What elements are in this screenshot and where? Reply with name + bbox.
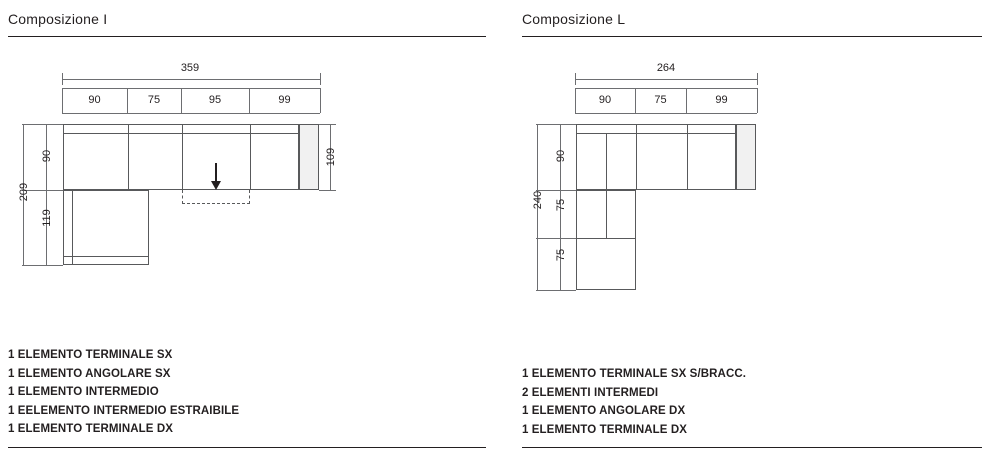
dim-side-total-line-l (537, 124, 538, 290)
composition-l-legend: 1 ELEMENTO TERMINALE SX S/BRACC. 2 ELEME… (522, 365, 746, 439)
dim-segment-3-l: 99 (715, 94, 728, 106)
legend-item: 2 ELEMENTI INTERMEDI (522, 386, 659, 399)
legend-item: 1 ELEMENTO TERMINALE SX S/BRACC. (522, 368, 747, 380)
sofa-wing-arm-line-i (72, 190, 73, 265)
dim-segment-2-l: 75 (654, 94, 667, 106)
pullout-arrow-head-i (211, 181, 221, 190)
dim-side-upper-i: 90 (41, 149, 53, 163)
dim-tick-line (536, 238, 576, 239)
composition-i-title: Composizione I (8, 11, 108, 27)
composition-l-legend-rule (522, 447, 982, 448)
dim-side-lower-i: 119 (41, 209, 53, 227)
dim-segments-top-line-l (575, 88, 757, 89)
legend-item: 1 EELEMENTO INTERMEDIO ESTRAIBILE (8, 404, 240, 417)
dim-tick-line (536, 124, 576, 125)
dim-total-width-i: 359 (180, 62, 200, 74)
pullout-element-outline-i (182, 190, 250, 204)
dim-tick-line (22, 265, 63, 266)
dim-segment-4-i: 99 (278, 94, 291, 106)
sofa-wing-front-line-i (63, 256, 149, 257)
sofa-main-body-l (576, 124, 736, 190)
composition-l-panel: Composizione L 264 90 75 99 90 75 75 240… (496, 0, 991, 462)
dim-divider (62, 88, 63, 113)
sofa-backrest-line-l (576, 133, 736, 134)
dim-side-upper-line-i (46, 124, 47, 190)
dim-total-width-l: 264 (656, 62, 676, 74)
sofa-seat-divider-l (687, 124, 688, 190)
dim-divider (320, 88, 321, 113)
dim-divider (635, 88, 636, 113)
dim-divider (757, 88, 758, 113)
dim-divider (686, 88, 687, 113)
legend-item: 1 ELEMENTO TERMINALE DX (522, 423, 688, 436)
composition-i-title-rule (8, 36, 486, 37)
dim-side-upper-line-l (560, 124, 561, 190)
sofa-corner-wing-i (63, 190, 149, 265)
sofa-right-arm-i (299, 124, 319, 190)
legend-item: 1 ELEMENTO ANGOLARE SX (8, 367, 171, 380)
dim-segment-2-i: 75 (147, 94, 161, 106)
sofa-wing-inner-line-l (606, 190, 607, 238)
dim-divider (181, 88, 182, 113)
dim-segment-3-i: 95 (208, 94, 222, 106)
dim-tick-line (319, 190, 336, 191)
dim-side-total-i: 209 (18, 182, 30, 202)
dim-segments-top-line-i (62, 88, 320, 89)
dim-side-total-l: 240 (532, 190, 544, 210)
dim-tick-line (319, 124, 336, 125)
composition-i-legend: 1 ELEMENTO TERMINALE SX 1 ELEMENTO ANGOL… (8, 346, 239, 439)
dim-segment-1-l: 90 (598, 94, 612, 106)
dim-tick-line (22, 124, 63, 125)
dim-total-width-line-i (62, 79, 320, 80)
dim-tick (757, 73, 758, 85)
sofa-seat-divider-i (128, 124, 129, 190)
dim-side-mid-line-l (560, 190, 561, 238)
sofa-seat-divider-i (250, 124, 251, 190)
dim-side-upper-l: 90 (555, 149, 567, 163)
dim-side-total-line-i (23, 124, 24, 265)
dim-side-lower-line-i (46, 190, 47, 265)
dim-segment-1-i: 90 (88, 94, 101, 106)
dim-tick (575, 73, 576, 85)
dim-side-mid-l: 75 (555, 198, 567, 212)
composition-l-title: Composizione L (522, 11, 626, 27)
dim-tick-line (22, 190, 63, 191)
sofa-main-body-i (63, 124, 299, 190)
legend-item: 1 ELEMENTO TERMINALE DX (8, 423, 174, 435)
dim-divider (249, 88, 250, 113)
dim-side-lower-line-l (560, 238, 561, 290)
sofa-backrest-line-i (63, 133, 299, 134)
dim-divider (127, 88, 128, 113)
sofa-seat-divider-i (182, 124, 183, 190)
dim-tick (62, 73, 63, 85)
dim-segments-bottom-line-l (575, 113, 757, 114)
sofa-seat-divider-l (636, 124, 637, 190)
dim-depth-line-i (330, 124, 331, 190)
dim-depth-i: 109 (325, 147, 337, 167)
dim-total-width-line-l (575, 79, 757, 80)
dim-side-lower-l: 75 (555, 248, 567, 262)
legend-item: 1 ELEMENTO TERMINALE SX (8, 349, 173, 361)
composition-l-title-rule (522, 36, 982, 37)
sofa-seat-divider-l (606, 133, 607, 190)
legend-item: 1 ELEMENTO ANGOLARE DX (522, 405, 686, 417)
composition-i-legend-rule (8, 447, 486, 448)
legend-item: 1 ELEMENTO INTERMEDIO (8, 386, 159, 398)
dim-tick (320, 73, 321, 85)
pullout-arrow-shaft-i (215, 163, 217, 183)
dim-segments-bottom-line-i (62, 113, 320, 114)
dim-tick-line (536, 190, 576, 191)
composition-i-panel: Composizione I 359 90 75 95 99 109 90 11… (8, 11, 486, 448)
dim-tick-line (536, 290, 576, 291)
sofa-wing-divider-l (576, 238, 636, 239)
dim-divider (575, 88, 576, 113)
sofa-right-arm-l (736, 124, 756, 190)
